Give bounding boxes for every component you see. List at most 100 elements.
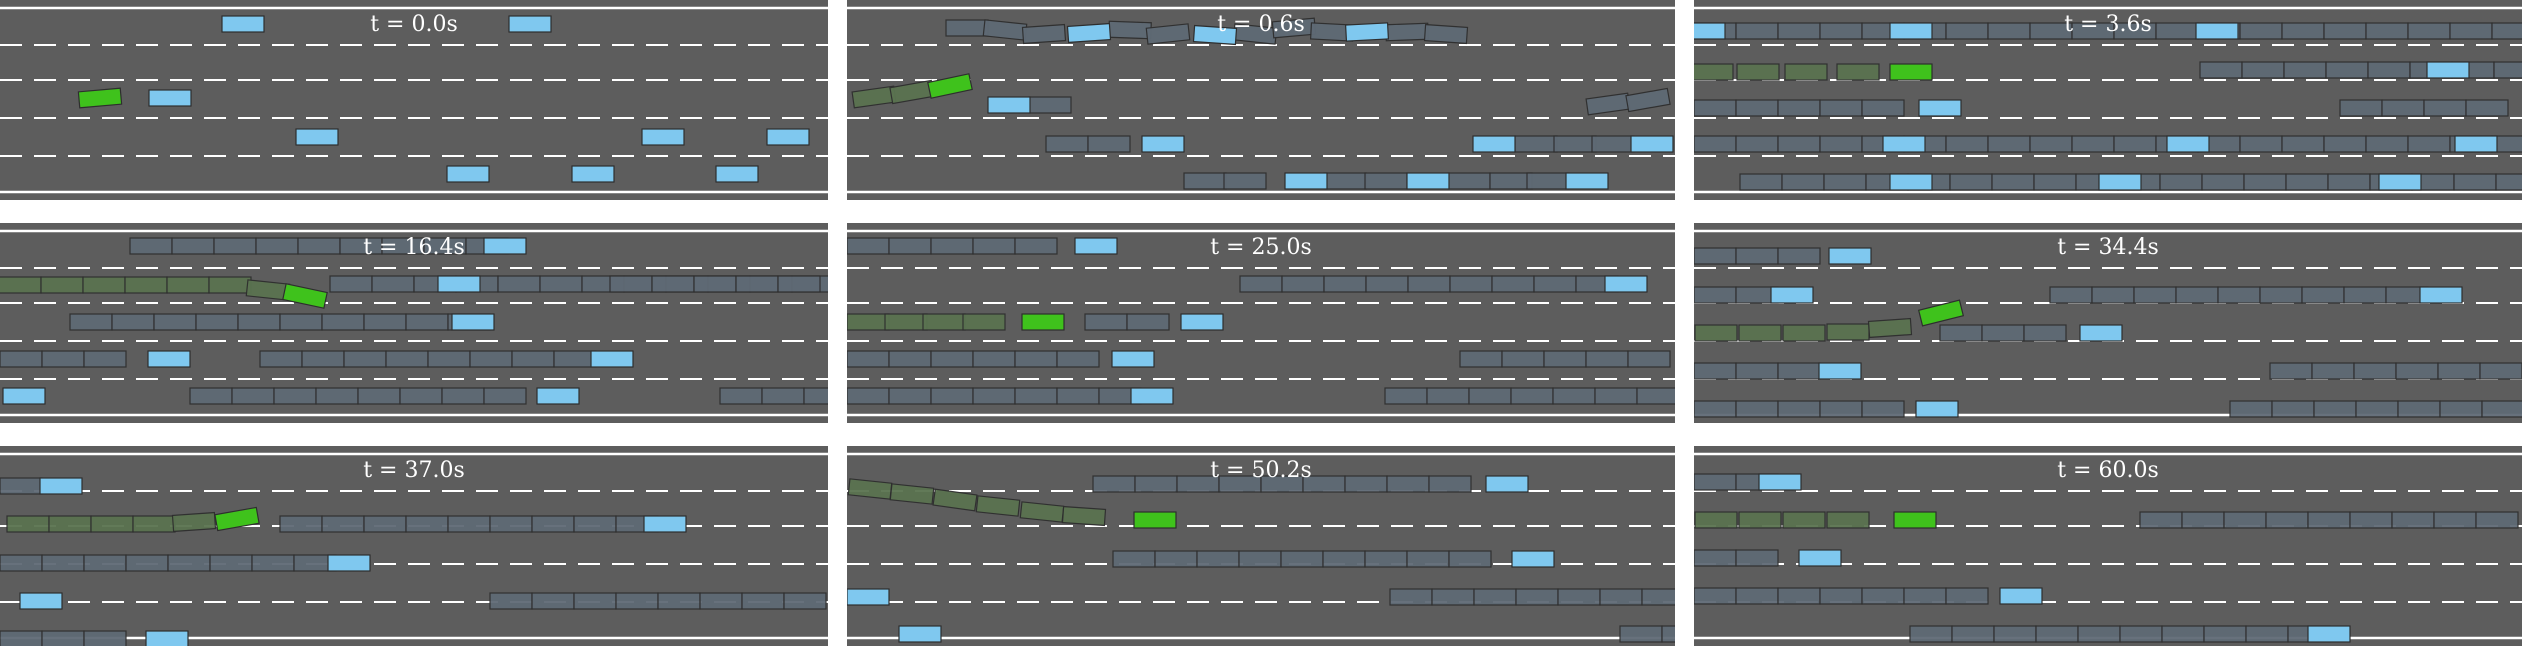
vehicle-trail: [2301, 286, 2345, 304]
vehicle-icon: [2, 387, 46, 405]
vehicle-trail: [1423, 23, 1469, 45]
vehicle-trail: [1271, 17, 1317, 39]
vehicle-icon: [446, 165, 490, 183]
vehicle-trail: [1781, 173, 1825, 191]
vehicle-trail: [41, 350, 85, 368]
vehicle-trail: [1735, 22, 1779, 40]
vehicle-trail: [847, 237, 890, 255]
vehicle-trail: [213, 237, 257, 255]
vehicle-icon: [19, 592, 63, 610]
vehicle-trail: [273, 387, 317, 405]
vehicle-trail: [972, 350, 1016, 368]
vehicle-trail: [1735, 549, 1779, 567]
vehicle-trail: [1280, 550, 1324, 568]
vehicle-trail: [847, 387, 890, 405]
vehicle-trail: [1526, 172, 1570, 190]
vehicle-trail: [1777, 22, 1821, 40]
vehicle-trail: [1108, 20, 1152, 40]
ego-vehicle-icon: [927, 73, 973, 99]
ego-trail: [40, 276, 84, 294]
vehicle-trail: [1777, 362, 1821, 380]
vehicle-trail: [2407, 22, 2451, 40]
vehicle-icon: [2166, 135, 2210, 153]
vehicle-trail: [1552, 387, 1596, 405]
vehicle-trail: [1218, 475, 1262, 493]
vehicle-trail: [2311, 362, 2355, 380]
vehicle-trail: [1021, 23, 1067, 45]
ego-trail: [962, 313, 1006, 331]
vehicle-trail: [2033, 173, 2077, 191]
vehicle-trail: [2365, 22, 2409, 40]
vehicle-trail: [447, 515, 491, 533]
vehicle-trail: [171, 237, 215, 255]
vehicle-trail: [2365, 135, 2409, 153]
vehicle-icon: [148, 89, 192, 107]
vehicle-trail: [531, 515, 575, 533]
snapshot-panel: t = 16.4s: [0, 223, 828, 423]
road-scene: [0, 229, 828, 417]
vehicle-icon: [2195, 22, 2239, 40]
vehicle-trail: [1365, 275, 1409, 293]
vehicle-trail: [615, 592, 659, 610]
vehicle-trail: [1092, 475, 1136, 493]
vehicle-trail: [2077, 625, 2121, 643]
vehicle-trail: [1145, 23, 1191, 45]
vehicle-icon: [898, 625, 942, 643]
vehicle-trail: [1861, 99, 1905, 117]
vehicle-trail: [1553, 135, 1597, 153]
road-scene: [847, 452, 1675, 643]
vehicle-trail: [1014, 387, 1058, 405]
vehicle-trail: [1344, 475, 1388, 493]
vehicle-icon: [2426, 61, 2470, 79]
vehicle-trail: [930, 387, 974, 405]
vehicle-trail: [1238, 550, 1282, 568]
vehicle-icon: [590, 350, 634, 368]
vehicle-trail: [982, 19, 1028, 41]
vehicle-trail: [1694, 247, 1737, 265]
vehicle-trail: [1514, 135, 1558, 153]
ego-trail: [1836, 63, 1880, 81]
vehicle-trail: [945, 19, 989, 37]
vehicle-trail: [315, 387, 359, 405]
vehicle-trail: [1459, 350, 1503, 368]
ego-trail: [1782, 324, 1826, 342]
vehicle-trail: [2343, 286, 2387, 304]
vehicle-trail: [2071, 22, 2115, 40]
vehicle-icon: [295, 128, 339, 146]
vehicle-icon: [1604, 275, 1648, 293]
vehicle-icon: [987, 96, 1031, 114]
vehicle-trail: [1981, 324, 2025, 342]
vehicle-trail: [1945, 22, 1989, 40]
vehicle-trail: [657, 592, 701, 610]
vehicle-trail: [1426, 387, 1470, 405]
vehicle-trail: [2327, 173, 2371, 191]
ego-vehicle-icon: [1889, 63, 1933, 81]
vehicle-trail: [1819, 400, 1863, 418]
vehicle-icon: [2079, 324, 2123, 342]
vehicle-trail: [1694, 549, 1737, 567]
ego-vehicle-icon: [214, 506, 260, 532]
vehicle-trail: [2133, 286, 2177, 304]
vehicle-trail: [888, 237, 932, 255]
vehicle-icon: [145, 630, 189, 646]
vehicle-trail: [329, 275, 373, 293]
vehicle-trail: [111, 313, 155, 331]
vehicle-trail: [1056, 387, 1100, 405]
vehicle-trail: [69, 313, 113, 331]
vehicle-trail: [2181, 511, 2225, 529]
vehicle-trail: [1389, 588, 1433, 606]
vehicle-trail: [2243, 173, 2287, 191]
vehicle-trail: [1735, 400, 1779, 418]
vehicle-trail: [399, 387, 443, 405]
vehicle-trail: [2437, 362, 2481, 380]
ego-trail: [0, 276, 42, 294]
vehicle-icon: [1485, 475, 1529, 493]
vehicle-trail: [167, 554, 211, 572]
vehicle-trail: [1126, 313, 1170, 331]
vehicle-trail: [129, 237, 173, 255]
ego-trail: [1784, 63, 1828, 81]
vehicle-trail: [2323, 22, 2367, 40]
vehicle-icon: [1770, 286, 1814, 304]
vehicle-trail: [1945, 587, 1989, 605]
vehicle-trail: [2259, 286, 2303, 304]
